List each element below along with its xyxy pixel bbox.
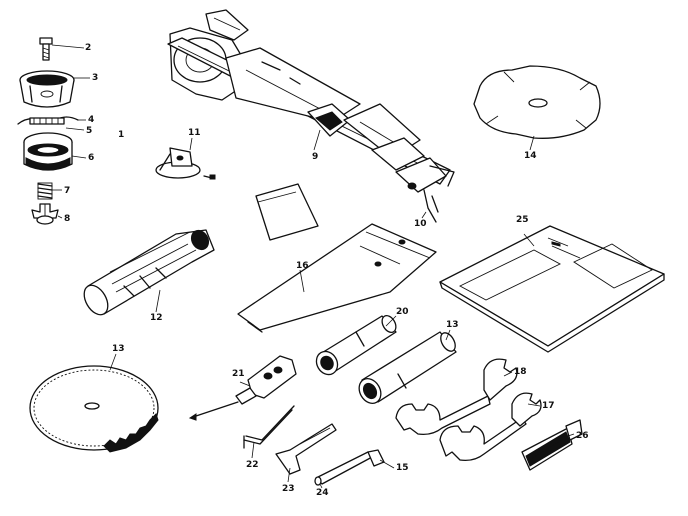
wing-nut-part xyxy=(31,203,59,225)
l-rod-part xyxy=(314,449,385,486)
callout-11: 11 xyxy=(188,128,201,138)
tool-pouch-part xyxy=(237,223,437,333)
callout-3: 3 xyxy=(92,73,99,83)
bearing-housing-part xyxy=(23,132,73,171)
callout-24: 24 xyxy=(316,488,329,498)
callout-14: 14 xyxy=(524,151,537,161)
leader-lines xyxy=(51,44,575,489)
saw-blade-part xyxy=(29,365,159,453)
callout-16: 16 xyxy=(296,261,309,271)
screwdriver-part xyxy=(188,355,297,421)
owners-manual-part xyxy=(439,225,665,353)
file-tool-part xyxy=(521,419,583,471)
callout-7: 7 xyxy=(64,186,71,196)
trimmer-shaft-part xyxy=(167,9,455,223)
callout-6: 6 xyxy=(88,153,95,163)
instruction-sheet-part xyxy=(255,183,319,241)
spark-plug-wrench-part xyxy=(358,331,457,404)
callout-25: 25 xyxy=(516,215,529,225)
callout-23: 23 xyxy=(282,484,295,494)
spring-part xyxy=(37,182,53,200)
callout-5: 5 xyxy=(86,126,93,136)
callout-26: 26 xyxy=(576,431,589,441)
callout-8: 8 xyxy=(64,214,71,224)
callout-9: 9 xyxy=(312,152,319,162)
callout-15: 15 xyxy=(396,463,409,473)
hex-key-part xyxy=(243,405,295,449)
callout-2: 2 xyxy=(85,43,92,53)
callout-13-saw-blade: 13 xyxy=(112,344,125,354)
callout-4: 4 xyxy=(88,115,95,125)
callout-17: 17 xyxy=(542,401,555,411)
open-end-wrench-lower-part xyxy=(439,392,542,462)
bolt-part xyxy=(39,37,53,61)
callout-10: 10 xyxy=(414,219,427,229)
grip-part xyxy=(83,229,215,316)
cutter-cup-part xyxy=(19,70,75,108)
open-end-wrench-upper-part xyxy=(395,358,518,436)
callout-13-wrench: 13 xyxy=(446,320,459,330)
callout-21: 21 xyxy=(232,369,245,379)
callout-18: 18 xyxy=(514,367,527,377)
callout-22: 22 xyxy=(246,460,259,470)
callout-12: 12 xyxy=(150,313,163,323)
hex-key-large-part xyxy=(275,423,337,475)
box-wrench-part xyxy=(315,314,397,376)
four-tooth-blade-part xyxy=(473,65,601,139)
bracket-part xyxy=(155,147,216,180)
clip-and-washer-part xyxy=(17,116,79,125)
callout-1: 1 xyxy=(118,130,125,140)
callout-20: 20 xyxy=(396,307,409,317)
